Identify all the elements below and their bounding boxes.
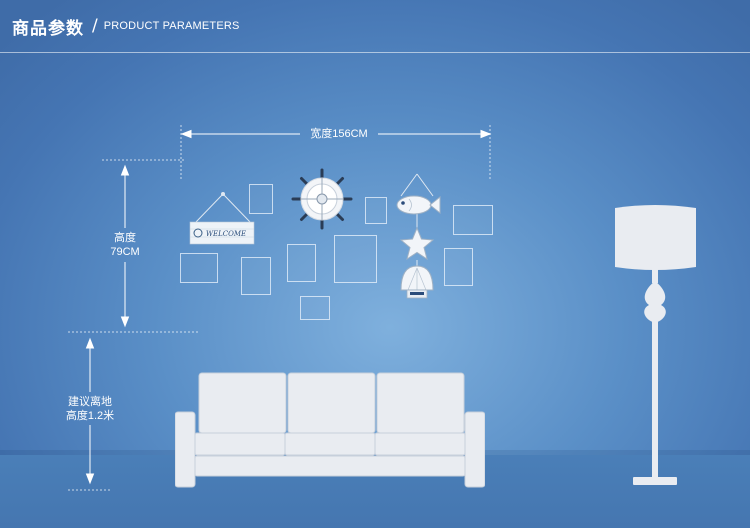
photo-frame [365,197,387,224]
photo-frame [180,253,218,283]
photo-frame [300,296,330,320]
height-label-line1: 高度 [100,231,150,245]
height-label: 高度 79CM [100,231,150,259]
height-label-line2: 79CM [100,245,150,259]
sofa-icon [175,370,485,490]
photo-frame [287,244,316,282]
height-arrowhead-bottom [122,317,129,326]
mount-label-line1: 建议离地 [60,395,120,409]
height-arrowhead-top [122,166,129,175]
starfish-icon [401,228,433,259]
ship-wheel-icon [291,168,353,230]
photo-frame [444,248,473,286]
mount-arrowhead-top [87,339,94,348]
mount-arrowhead-bottom [87,474,94,483]
width-label: 宽度156CM [300,127,378,141]
photo-frame [334,235,377,283]
shell-icon [401,266,433,298]
welcome-sign: WELCOME [188,190,258,246]
photo-frame [241,257,271,295]
mount-height-label: 建议离地 高度1.2米 [60,395,120,423]
width-arrowhead-right [481,131,490,138]
photo-frame [453,205,493,235]
fish-icon [397,196,440,214]
floor-lamp-icon [605,205,705,485]
welcome-sign-text: WELCOME [206,230,246,238]
hanging-ornaments [387,172,447,304]
mount-label-line2: 高度1.2米 [60,409,120,423]
width-arrowhead-left [182,131,191,138]
